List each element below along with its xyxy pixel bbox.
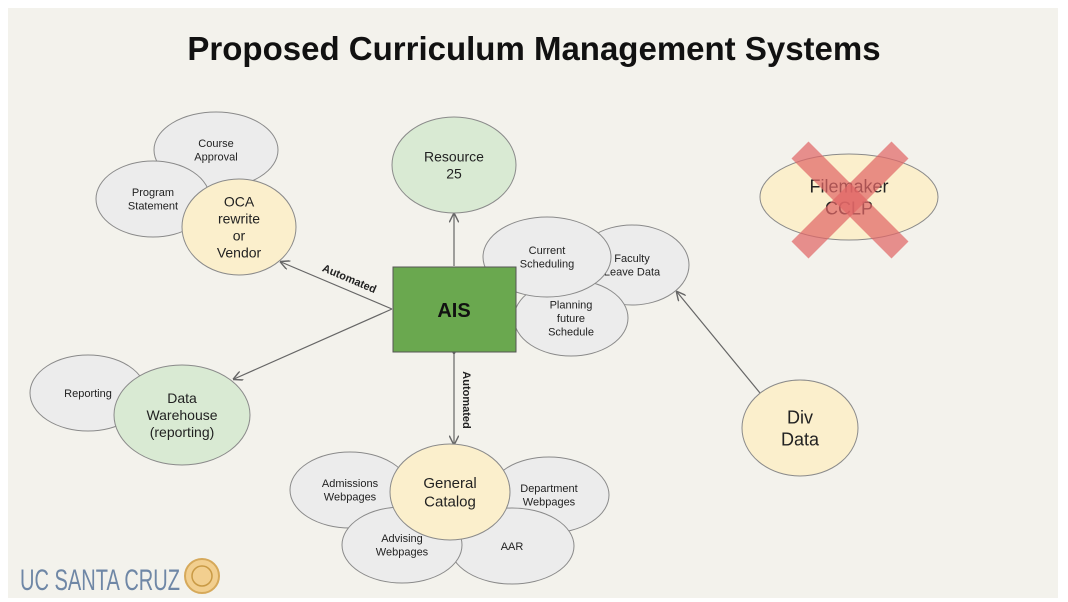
node-div-data-label: Data [781, 429, 820, 449]
node-reporting-label: Reporting [64, 388, 112, 400]
ais-box-shape [392, 266, 517, 353]
node-data-warehouse-label: Data [167, 390, 197, 406]
node-div-data-shape [741, 379, 859, 477]
node-div-data-label: Div [787, 407, 813, 427]
node-oca-label: or [233, 227, 246, 243]
node-resource25-label: Resource [424, 148, 484, 164]
node-admissions-label: Webpages [324, 492, 377, 504]
seal-icon-inner [191, 565, 213, 587]
node-planning-future-label: future [557, 313, 585, 325]
edge-ais-data-warehouse [234, 308, 393, 379]
ais-box: AIS [392, 266, 517, 353]
node-oca-shape [181, 178, 297, 276]
node-planning-future-label: Schedule [548, 326, 594, 338]
node-course-approval-label: Approval [194, 152, 237, 164]
node-oca-label: OCA [224, 193, 255, 209]
node-department-label: Department [520, 483, 577, 495]
ucsc-logo: UC SANTA CRUZ [20, 558, 220, 597]
node-faculty-leave-label: Leave Data [604, 267, 661, 279]
node-aar-label: AAR [501, 541, 524, 553]
node-current-scheduling-label: Current [529, 245, 566, 257]
edge-label-automated-catalog: Automated [460, 371, 472, 428]
node-data-warehouse-label: Warehouse [146, 407, 217, 423]
ais-label: AIS [437, 300, 470, 322]
edge-div-faculty-leave [677, 292, 761, 394]
node-planning-future-label: Planning [550, 299, 593, 311]
node-general-catalog-label: Catalog [424, 493, 476, 510]
node-course-approval-label: Course [198, 138, 233, 150]
ucsc-logo-text: UC SANTA CRUZ [20, 564, 180, 597]
cross-out-mark [791, 141, 909, 259]
node-advising-label: Webpages [376, 547, 429, 559]
node-resource25-label: 25 [446, 165, 462, 181]
node-resource25-shape [391, 116, 517, 214]
node-general-catalog-shape [389, 443, 511, 541]
seal-icon [184, 558, 220, 594]
cross-out-stroke-2 [791, 141, 909, 259]
node-program-statement-label: Statement [128, 201, 178, 213]
node-data-warehouse-shape [113, 364, 251, 466]
node-admissions-label: Admissions [322, 478, 379, 490]
node-faculty-leave-label: Faculty [614, 253, 650, 265]
page-title: Proposed Curriculum Management Systems [187, 30, 881, 67]
node-program-statement-label: Program [132, 187, 174, 199]
node-advising-label: Advising [381, 533, 423, 545]
node-current-scheduling-label: Scheduling [520, 259, 574, 271]
node-data-warehouse-label: (reporting) [150, 424, 215, 440]
edge-ais-oca [281, 262, 393, 310]
node-general-catalog-label: General [423, 475, 476, 492]
node-department-label: Webpages [523, 497, 576, 509]
node-oca-label: Vendor [217, 245, 262, 261]
node-oca-label: rewrite [218, 210, 260, 226]
